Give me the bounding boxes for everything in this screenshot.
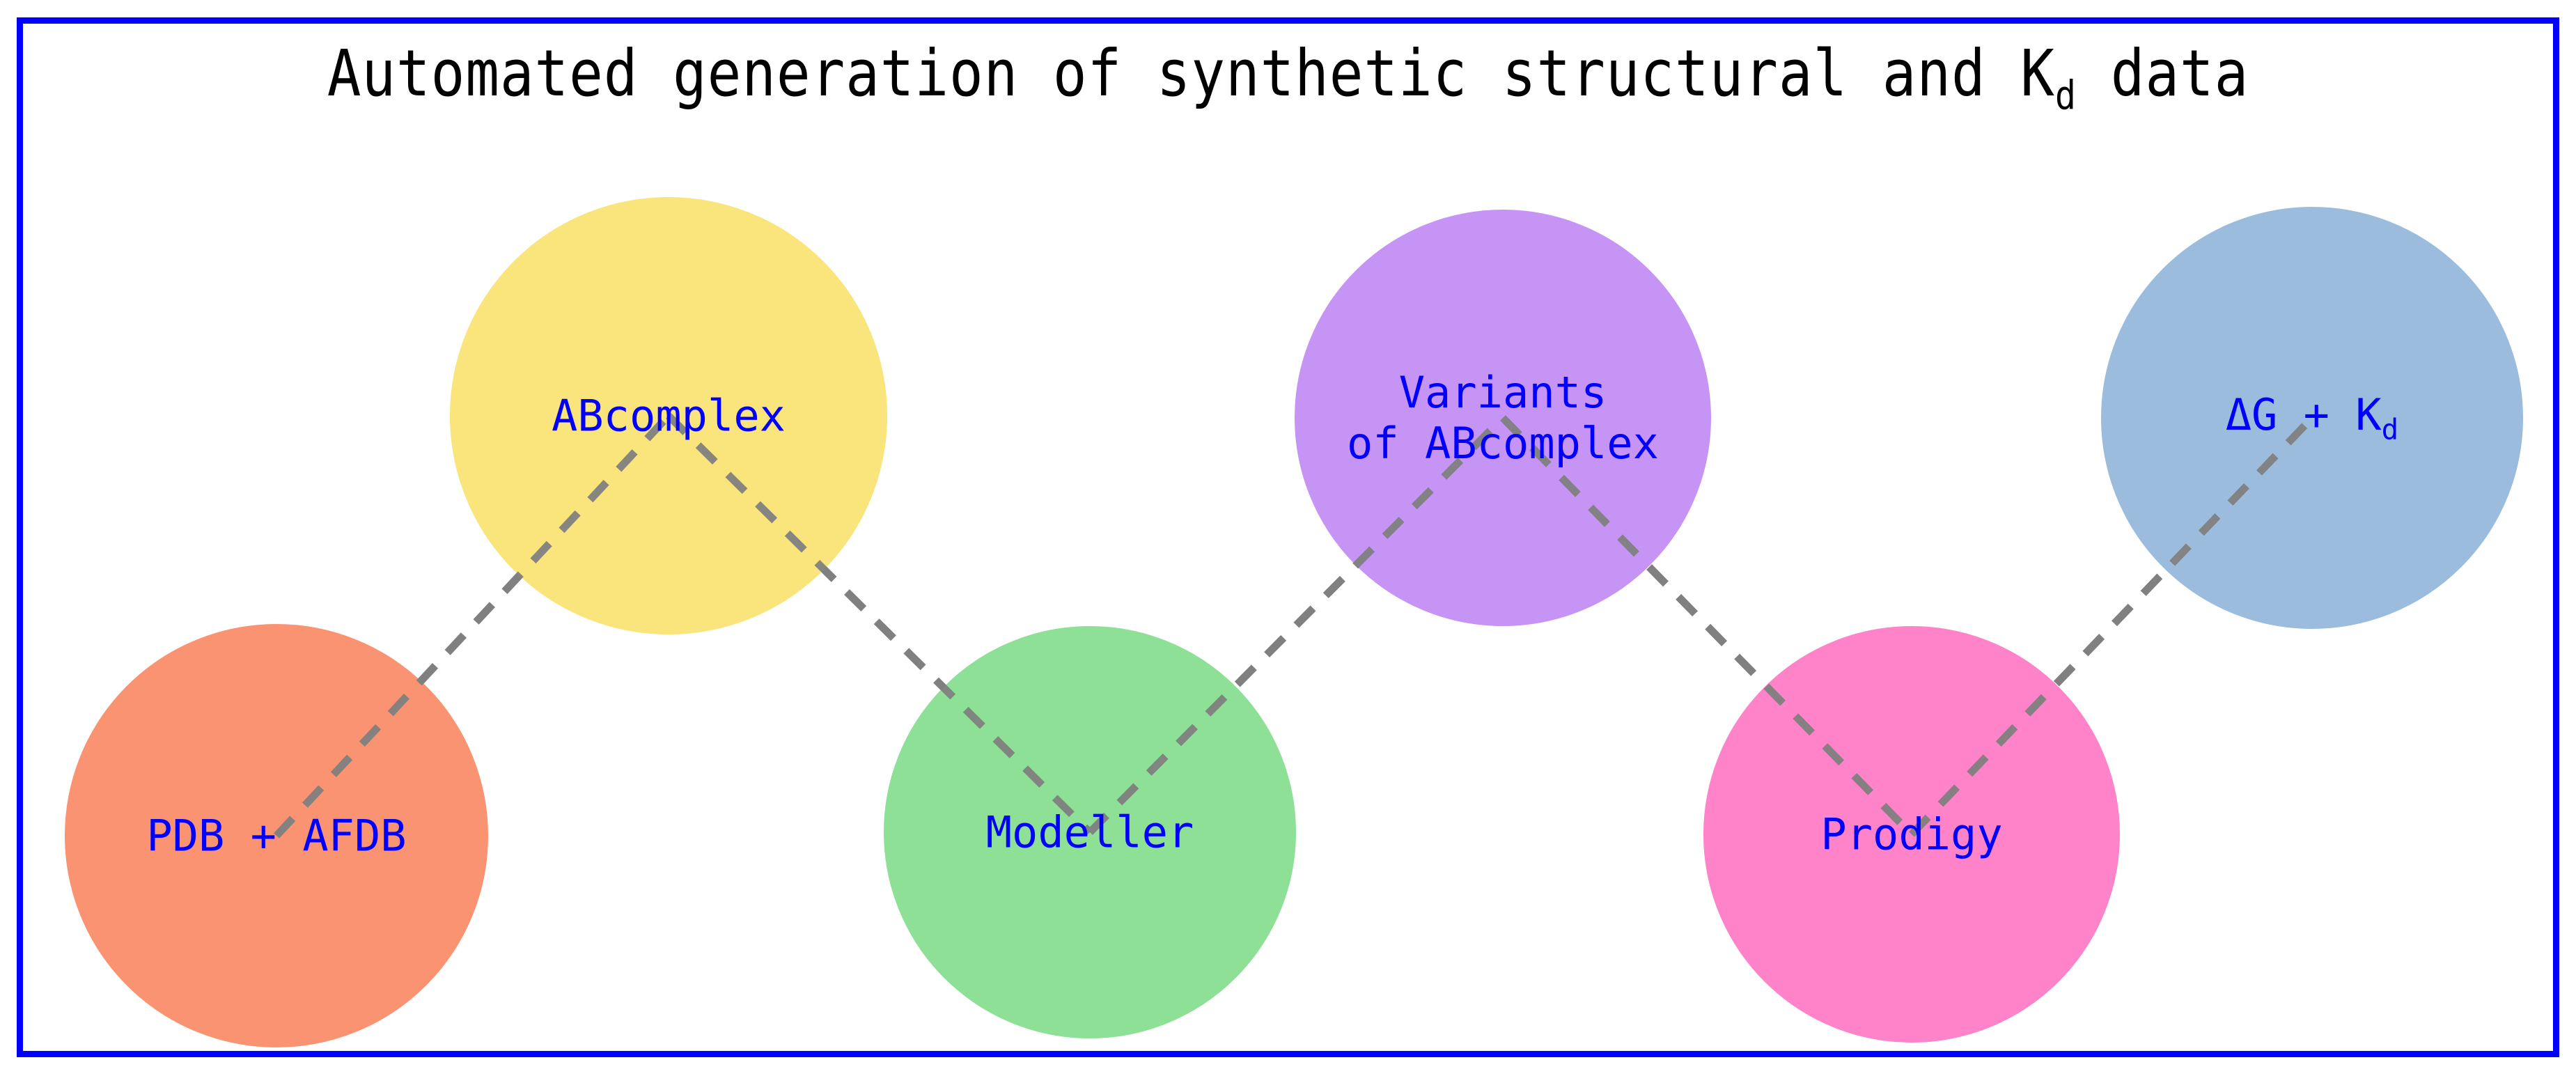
edge-abcomplex-modeller — [666, 413, 1093, 835]
figure-title-prefix: Automated generation of synthetic struct… — [327, 36, 2055, 111]
figure-title-suffix: data — [2076, 36, 2249, 111]
edge-variants-prodigy — [1500, 415, 1914, 837]
edge-modeller-variants — [1087, 415, 1506, 835]
figure-border — [17, 17, 2559, 1057]
figure-title: Automated generation of synthetic struct… — [155, 36, 2421, 118]
edge-pdb-abcomplex — [273, 413, 672, 839]
figure-title-subscript: d — [2054, 72, 2077, 119]
edge-prodigy-dgkd — [1909, 415, 2315, 837]
